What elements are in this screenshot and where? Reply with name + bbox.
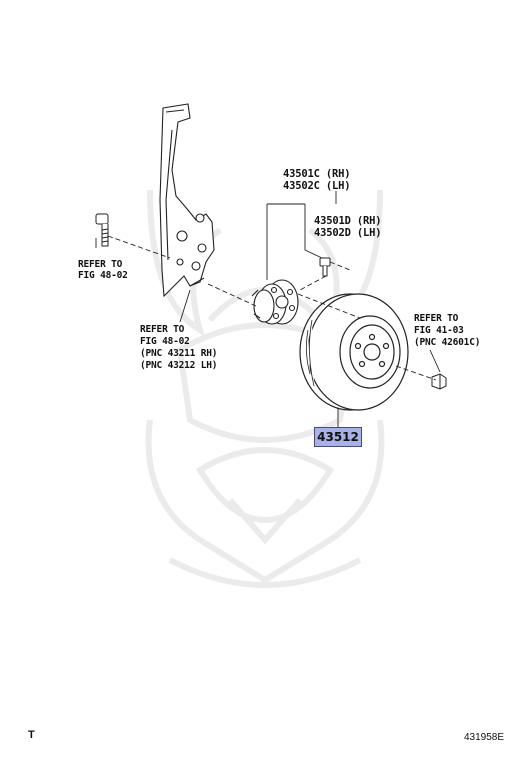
leader-lines [95, 191, 441, 427]
wheel-nut [431, 373, 447, 390]
bolt-part-number-rh: 43501D (RH) [314, 215, 382, 227]
knuckle-bolt [95, 213, 109, 247]
assembly-lines [107, 235, 437, 381]
brake-disc-rotor [299, 293, 409, 411]
nut-ref-line-2: FIG 41-03 [414, 325, 464, 336]
bolt-part-number-lh: 43502D (LH) [314, 227, 382, 239]
bolt-ref-line-2: FIG 48-02 [78, 270, 128, 281]
nut-ref-line-3: (PNC 42601C) [414, 337, 481, 348]
knuckle-ref-line-2: FIG 48-02 [140, 336, 190, 347]
rotor-part-number-highlight[interactable]: 43512 [314, 427, 362, 447]
bolt-ref-line-1: REFER TO [78, 259, 123, 270]
knuckle-ref-line-3: (PNC 43211 RH) [140, 348, 218, 359]
hub-part-number-lh: 43502C (LH) [283, 180, 351, 192]
knuckle-ref-line-4: (PNC 43212 LH) [140, 360, 218, 371]
nut-ref-line-1: REFER TO [414, 313, 459, 324]
hub-bolt [319, 257, 331, 277]
corner-mark: T [28, 729, 35, 741]
hub-bearing-assembly [251, 279, 299, 325]
diagram-id: 431958E [464, 732, 505, 743]
hub-part-number-rh: 43501C (RH) [283, 168, 351, 180]
steering-knuckle [159, 103, 215, 298]
knuckle-ref-line-1: REFER TO [140, 324, 185, 335]
